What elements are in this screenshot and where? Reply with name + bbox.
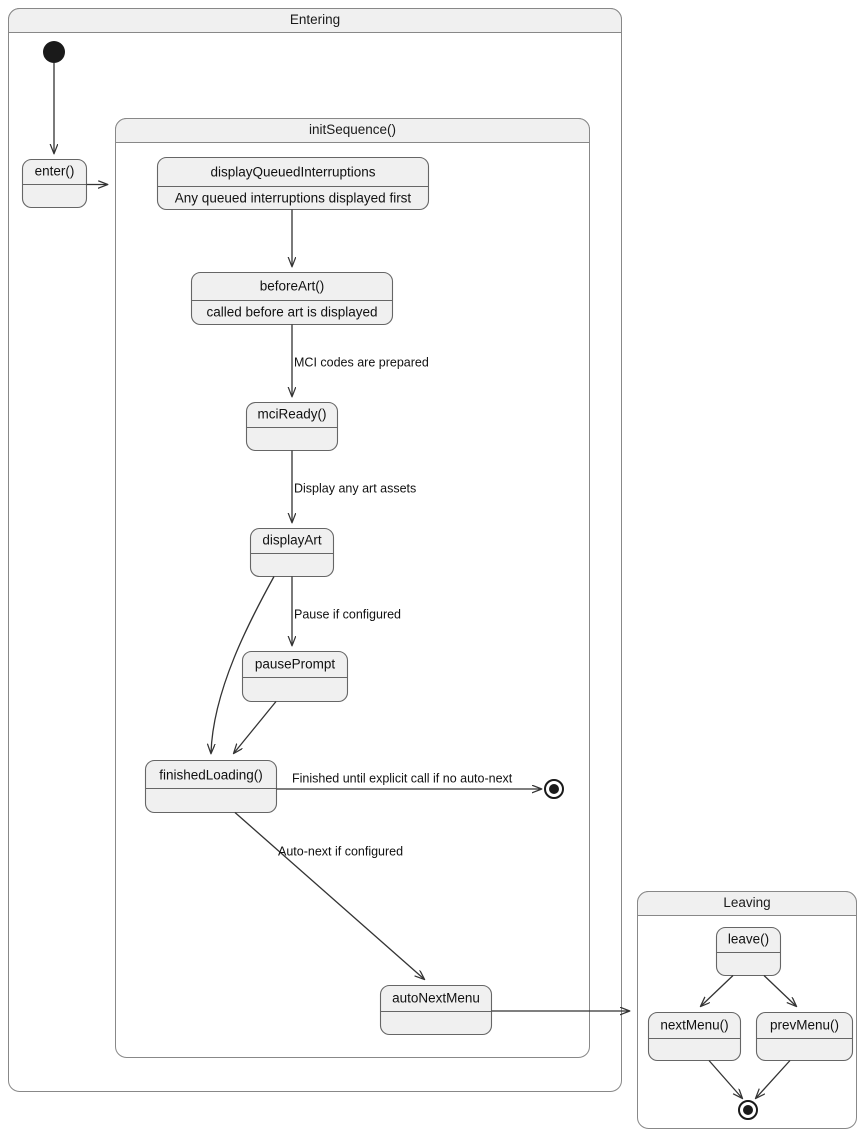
edge-label-pause-if-configured: Pause if configured	[294, 607, 401, 621]
state-dqi-title: displayQueuedInterruptions	[210, 165, 375, 180]
state-prev-menu-box	[755, 1011, 854, 1062]
edge-pause-prompt-to-finished-loading	[234, 701, 277, 754]
state-prev-menu[interactable]: prevMenu()	[755, 1011, 854, 1062]
init-sequence-title: initSequence()	[309, 122, 396, 137]
leaving-title: Leaving	[723, 895, 770, 910]
final-state-leaving	[738, 1100, 758, 1120]
state-enter-box	[21, 158, 88, 209]
entering-header	[8, 8, 622, 33]
edge-next-menu-to-final	[708, 1060, 742, 1099]
edge-label-auto-next-if-configured: Auto-next if configured	[278, 844, 403, 858]
edge-leave-to-prev-menu	[763, 975, 796, 1007]
state-mci-ready[interactable]: mciReady()	[245, 401, 339, 452]
state-dqi-box	[156, 156, 430, 211]
init-sequence-header	[115, 118, 590, 143]
state-before-art[interactable]: beforeArt() called before art is display…	[190, 271, 394, 326]
state-pause-prompt[interactable]: pausePrompt	[241, 650, 349, 703]
state-leave[interactable]: leave()	[715, 926, 782, 977]
state-mci-ready-title: mciReady()	[257, 407, 326, 422]
state-finished-loading[interactable]: finishedLoading()	[144, 759, 278, 814]
initial-state-entering	[43, 41, 65, 63]
edge-display-art-to-finished-loading	[211, 576, 275, 754]
state-pause-prompt-title: pausePrompt	[255, 657, 336, 672]
edge-label-display-art-assets: Display any art assets	[294, 481, 416, 495]
state-pause-prompt-box	[241, 650, 349, 703]
edge-leave-to-next-menu	[701, 975, 734, 1007]
final-state-leaving-core	[743, 1105, 753, 1115]
state-finished-loading-title: finishedLoading()	[159, 768, 263, 783]
final-state-init-sequence	[544, 779, 564, 799]
state-display-art-title: displayArt	[262, 533, 322, 548]
final-state-core	[549, 784, 559, 794]
composite-state-leaving[interactable]: Leaving	[637, 891, 857, 1129]
edge-label-mci-codes-prepared: MCI codes are prepared	[294, 355, 429, 369]
edge-prev-menu-to-final	[756, 1060, 791, 1099]
state-next-menu[interactable]: nextMenu()	[647, 1011, 742, 1062]
edge-label-finished-until-explicit-call: Finished until explicit call if no auto-…	[292, 771, 513, 785]
state-auto-next-menu-box	[379, 984, 493, 1036]
state-before-art-desc: called before art is displayed	[206, 305, 377, 320]
composite-state-init-sequence[interactable]: initSequence()	[115, 118, 590, 1058]
state-finished-loading-box	[144, 759, 278, 814]
state-before-art-title: beforeArt()	[260, 279, 325, 294]
state-next-menu-title: nextMenu()	[660, 1018, 728, 1033]
state-leave-box	[715, 926, 782, 977]
state-prev-menu-title: prevMenu()	[770, 1018, 839, 1033]
state-display-art[interactable]: displayArt	[249, 527, 335, 578]
state-auto-next-menu-title: autoNextMenu	[392, 991, 480, 1006]
leaving-header	[637, 891, 857, 916]
state-enter[interactable]: enter()	[21, 158, 88, 209]
state-auto-next-menu[interactable]: autoNextMenu	[379, 984, 493, 1036]
state-next-menu-box	[647, 1011, 742, 1062]
state-enter-title: enter()	[35, 164, 75, 179]
state-display-queued-interruptions[interactable]: displayQueuedInterruptions Any queued in…	[156, 156, 430, 211]
entering-title: Entering	[290, 12, 340, 27]
state-leave-title: leave()	[728, 932, 769, 947]
initial-state-dot	[43, 41, 65, 63]
edge-finished-loading-to-auto-next-menu	[234, 812, 424, 980]
state-dqi-desc: Any queued interruptions displayed first	[175, 191, 412, 206]
